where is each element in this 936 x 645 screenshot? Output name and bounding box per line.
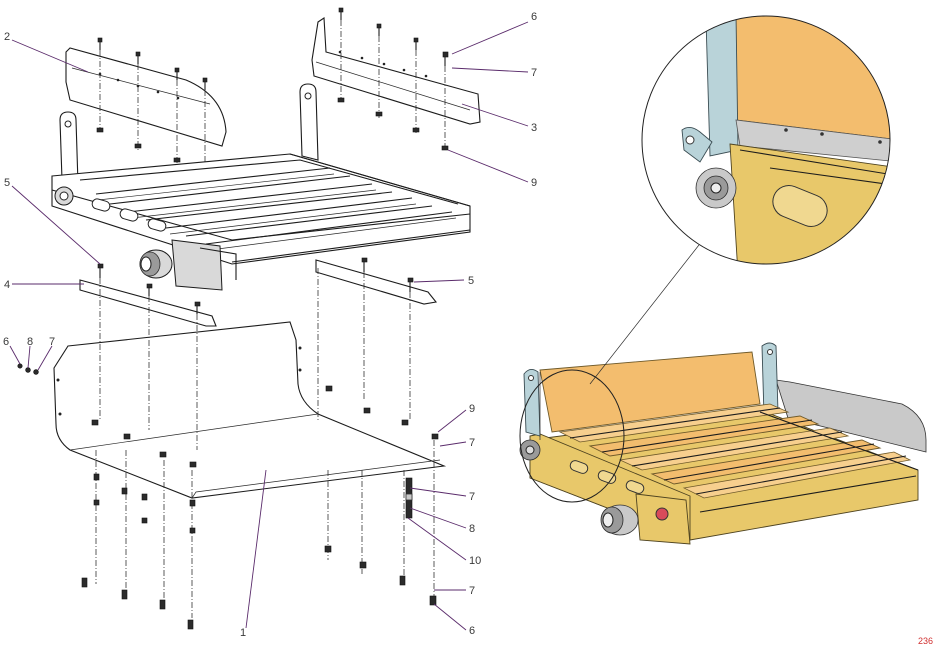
part-2-side-panel	[65, 47, 227, 147]
callout-10: 10	[469, 555, 481, 567]
part-1-bottom-tray	[53, 321, 447, 499]
callout-8: 8	[469, 523, 475, 535]
callout-6: 6	[469, 625, 475, 637]
tray-fasteners	[17, 363, 439, 630]
callout-6: 6	[3, 336, 9, 348]
callout-7: 7	[49, 336, 55, 348]
callout-leaders	[9, 21, 529, 631]
callout-1: 1	[240, 627, 246, 639]
callout-5: 5	[4, 177, 10, 189]
part-5-lower-rail	[315, 257, 438, 305]
callout-7: 7	[469, 585, 475, 597]
part-4-lower-rail	[79, 263, 217, 327]
tray-assembly-axes	[95, 268, 435, 618]
callout-7: 7	[469, 491, 475, 503]
callout-8: 8	[27, 336, 33, 348]
callout-6: 6	[531, 11, 537, 23]
assembled-color-view	[519, 342, 927, 545]
page-number: 236	[918, 636, 933, 645]
part-3-side-panel	[311, 17, 481, 125]
detail-callout-circle	[519, 235, 707, 503]
callout-7: 7	[531, 67, 537, 79]
callout-9: 9	[469, 403, 475, 415]
conveyor-frame	[51, 83, 471, 291]
callout-4: 4	[4, 279, 10, 291]
side-panel-screws	[96, 7, 449, 170]
callout-7: 7	[469, 437, 475, 449]
callout-3: 3	[531, 122, 537, 134]
callout-numbers: 2 6 7 3 9 5 4 5 6 8 7 9 7 7 8 10 7 6 1	[3, 11, 537, 639]
callout-2: 2	[4, 31, 10, 43]
detail-zoom-view	[641, 15, 891, 265]
callout-9: 9	[531, 177, 537, 189]
callout-5: 5	[468, 275, 474, 287]
